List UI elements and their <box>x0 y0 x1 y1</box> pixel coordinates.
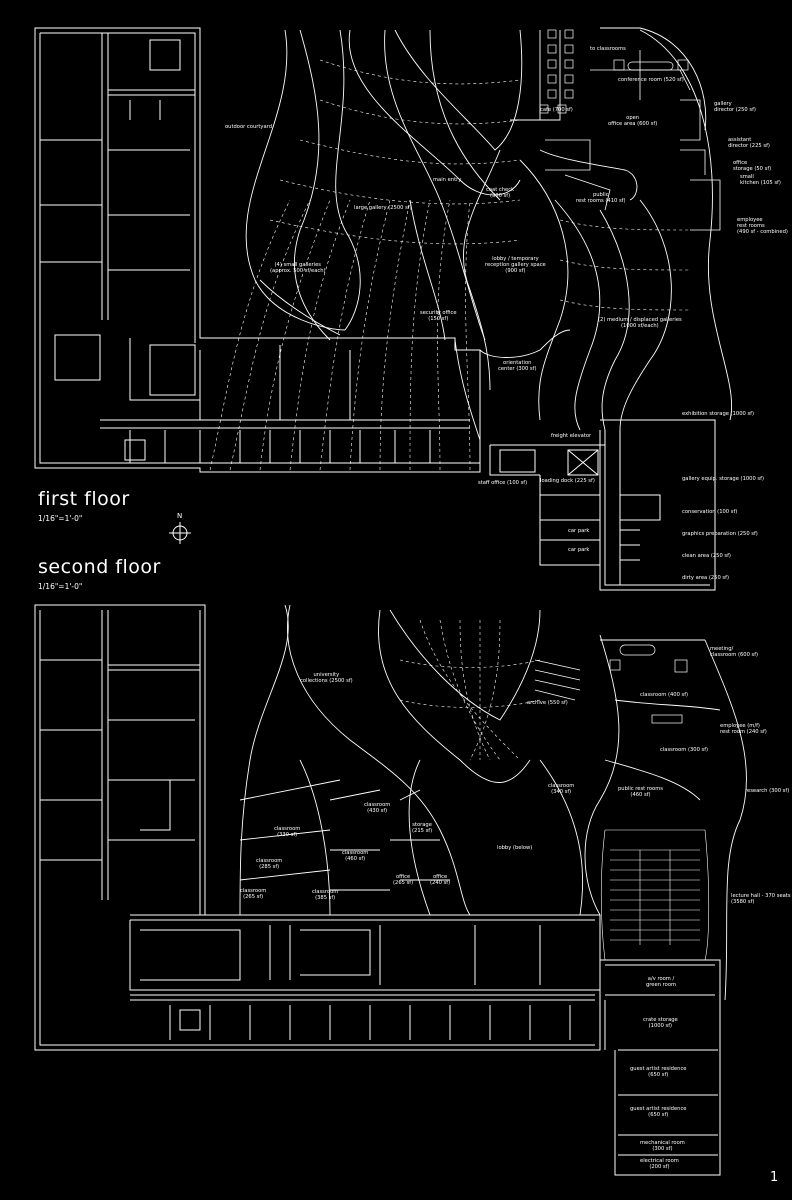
label-office-240: office (240 sf) <box>430 874 451 887</box>
label-lecture-hall: lecture hall - 370 seats (3580 sf) <box>731 893 791 906</box>
label-orientation-center: orientation center (300 sf) <box>498 360 537 373</box>
label-outdoor-courtyard: outdoor courtyard <box>225 124 272 130</box>
label-university-collections: university collections (2500 sf) <box>300 672 353 685</box>
label-staff-office: staff office (100 sf) <box>478 480 528 486</box>
first-floor-cafe-tables <box>539 29 689 114</box>
label-car-park-1: car park <box>568 528 590 534</box>
second-floor-scale: 1/16"=1'-0" <box>38 582 83 591</box>
label-conservation: conservation (100 sf) <box>682 509 738 515</box>
first-floor-scale: 1/16"=1'-0" <box>38 514 83 523</box>
second-floor-gallery-curves <box>239 604 747 1001</box>
label-crate-storage: crate storage (1000 sf) <box>643 1017 678 1030</box>
label-exhibition-storage: exhibition storage (1000 sf) <box>682 411 755 417</box>
label-classroom-265: classroom (265 sf) <box>240 888 267 901</box>
label-assistant-director: assistant director (225 sf) <box>728 137 770 150</box>
label-small-kitchen: small kitchen (105 sf) <box>740 174 781 187</box>
label-lobby: lobby / temporary reception gallery spac… <box>485 256 546 275</box>
label-loading-dock: loading dock (225 sf) <box>540 478 595 484</box>
label-storage: storage (215 sf) <box>412 822 433 835</box>
label-employee-rest-rooms: employee rest rooms (490 sf - combined) <box>737 217 788 236</box>
label-to-classrooms: to classrooms <box>590 46 626 52</box>
second-floor-lecture-hall-seats <box>600 829 710 961</box>
label-classroom-430: classroom (430 sf) <box>364 802 391 815</box>
label-gallery-director: gallery director (250 sf) <box>714 101 756 114</box>
label-office-storage: office storage (50 sf) <box>733 160 772 173</box>
north-label: N <box>177 512 183 520</box>
second-floor-existing-building <box>34 604 601 1051</box>
label-classroom-340: classroom (340 sf) <box>548 783 575 796</box>
label-mechanical-room: mechanical room (300 sf) <box>640 1140 685 1153</box>
label-classroom-330: classroom (330 sf) <box>274 826 301 839</box>
label-guest-residence-1: guest artist residence (650 sf) <box>630 1066 687 1079</box>
label-second-public-rest-rooms: public rest rooms (460 sf) <box>618 786 663 799</box>
label-public-rest-rooms: public rest rooms (410 sf) <box>576 192 626 205</box>
label-small-galleries: (4) small galleries (approx. 500 sf/each… <box>270 262 326 275</box>
label-av-room: a/v room / green room <box>646 976 677 989</box>
north-arrow-icon <box>169 522 191 544</box>
first-floor-dashed-grid <box>209 59 691 471</box>
label-employee-rest-room: employee (m/f) rest room (240 sf) <box>720 723 767 736</box>
label-classroom-300: classroom (300 sf) <box>660 747 709 753</box>
label-classroom-400: classroom (400 sf) <box>640 692 689 698</box>
label-main-entry: main entry <box>433 177 462 183</box>
label-electrical-room: electrical room (200 sf) <box>640 1158 679 1171</box>
label-cafe: cafe (700 sf) <box>540 107 573 113</box>
label-classroom-460: classroom (460 sf) <box>342 850 369 863</box>
label-graphics-preparation: graphics preparation (250 sf) <box>682 531 758 537</box>
second-floor-title: second floor <box>38 556 161 578</box>
label-guest-residence-2: guest artist residence (650 sf) <box>630 1106 687 1119</box>
label-large-gallery: large gallery (2500 sf) <box>354 205 412 211</box>
label-dirty-area: dirty area (250 sf) <box>682 575 729 581</box>
label-classroom-385: classroom (385 sf) <box>312 889 339 902</box>
label-clean-area: clean area (250 sf) <box>682 553 731 559</box>
label-security-office: security office (150 sf) <box>420 310 457 323</box>
label-meeting-classroom: meeting/ classroom (600 sf) <box>710 646 759 659</box>
label-gallery-equip-storage: gallery equip. storage (1000 sf) <box>682 476 764 482</box>
first-floor-right-wing <box>489 419 716 591</box>
first-floor-gallery-curves <box>245 27 732 441</box>
label-car-park-2: car park <box>568 547 590 553</box>
label-conference-room: conference room (520 sf) <box>618 77 684 83</box>
label-lobby-below: lobby (below) <box>497 845 533 851</box>
second-floor-furniture <box>534 644 688 724</box>
first-floor-existing-building <box>34 27 481 473</box>
second-floor-dashed-lines <box>399 619 541 761</box>
second-floor-right-wing <box>600 959 721 1176</box>
label-office-265: office (265 sf) <box>393 874 414 887</box>
label-freight-elevator: freight elevator <box>551 433 592 439</box>
label-coat-check: coat check (300 sf) <box>486 187 515 200</box>
label-medium-galleries: (2) medium / displaced galleries (1000 s… <box>598 317 682 330</box>
label-classroom-285: classroom (285 sf) <box>256 858 283 871</box>
label-research: research (300 sf) <box>745 788 790 794</box>
label-archive: archive (550 sf) <box>527 700 568 706</box>
label-open-office-area: open office area (600 sf) <box>608 115 658 128</box>
page-number: 1 <box>770 1170 779 1185</box>
first-floor-title: first floor <box>38 488 130 510</box>
